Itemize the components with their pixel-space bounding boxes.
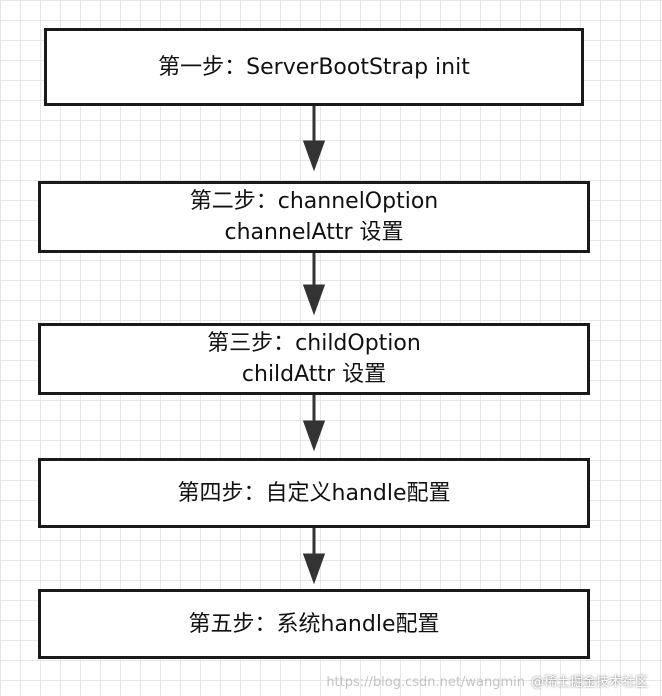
step-1-box: 第一步：ServerBootStrap init <box>44 28 584 106</box>
step-3-box: 第三步：childOption childAttr 设置 <box>38 323 590 395</box>
step-3-label-line-2: childAttr 设置 <box>241 362 387 387</box>
step-2-box: 第二步：channelOption channelAttr 设置 <box>38 181 590 253</box>
step-3-label-line-1: 第三步：childOption <box>207 331 421 356</box>
step-5-label: 第五步：系统handle配置 <box>188 611 440 637</box>
watermark-brand: @稀土掘金技术社区 <box>530 675 648 690</box>
arrowhead-2-3 <box>302 284 326 316</box>
watermark: https://blog.csdn.net/wangmin @稀土掘金技术社区 <box>326 671 648 690</box>
watermark-url: https://blog.csdn.net/wangmin <box>326 675 525 690</box>
step-2-label-line-2: channelAttr 设置 <box>224 220 404 245</box>
arrowhead-3-4 <box>302 420 326 452</box>
arrowhead-1-2 <box>302 140 326 172</box>
step-4-box: 第四步：自定义handle配置 <box>38 458 590 528</box>
arrowhead-4-5 <box>302 553 326 585</box>
step-1-label: 第一步：ServerBootStrap init <box>158 54 470 80</box>
step-4-label: 第四步：自定义handle配置 <box>177 480 451 506</box>
step-5-box: 第五步：系统handle配置 <box>38 589 590 659</box>
step-2-label-line-1: 第二步：channelOption <box>189 189 439 214</box>
